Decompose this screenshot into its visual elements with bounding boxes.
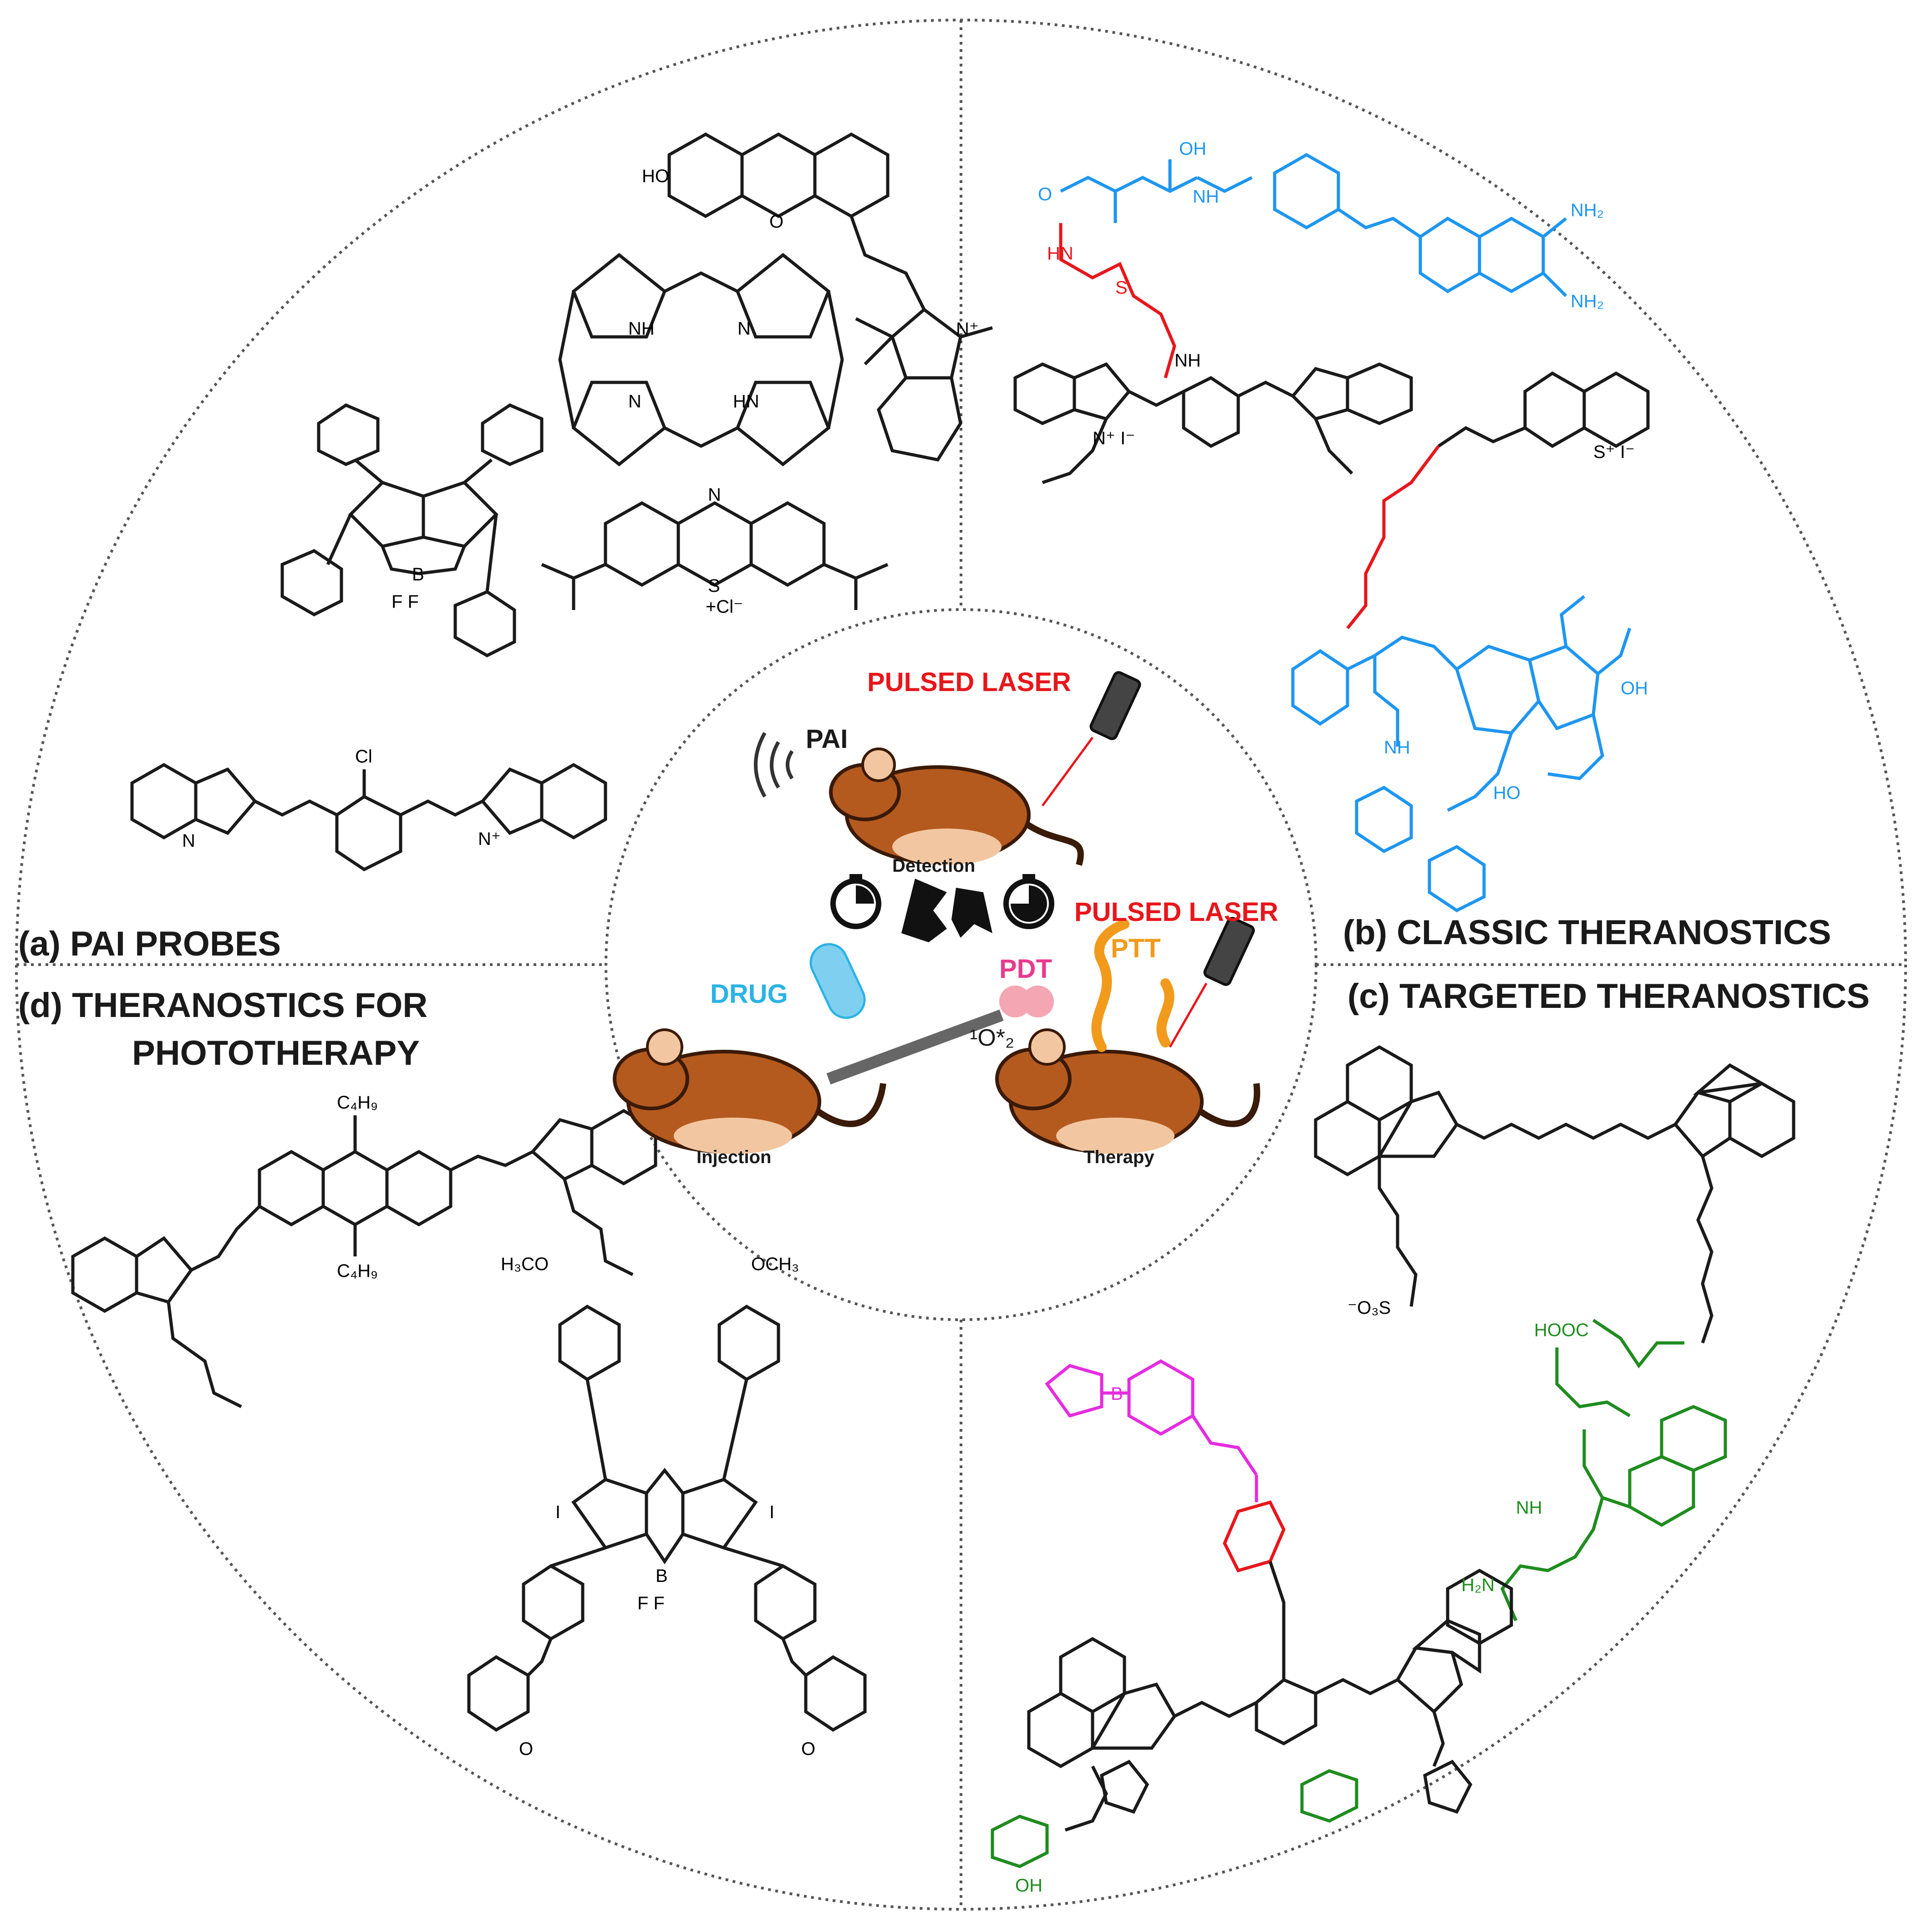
atom-label: OH	[1621, 678, 1648, 698]
mouse-therapy	[995, 1028, 1261, 1154]
atom-label: N	[628, 391, 641, 412]
triazole-links	[1064, 1711, 1473, 1832]
pulsed-laser-right-label: PULSED LASER	[1074, 897, 1278, 927]
atom-label: NH₂	[1571, 291, 1604, 311]
flashlight-right	[1169, 917, 1255, 1048]
pdt-label: PDT	[999, 954, 1052, 984]
pai-probe-porphyrin	[558, 253, 844, 467]
atom-label: S	[1115, 278, 1128, 298]
atom-label: B	[412, 564, 424, 585]
atom-label: HN	[733, 391, 759, 412]
pai-probe-methylene-blue	[541, 501, 889, 610]
atom-label: O	[769, 212, 784, 232]
pai-probe-ir780	[130, 763, 607, 872]
atom-label: HO	[642, 166, 669, 186]
section-label-d-line1: (d) THERANOSTICS FOR	[18, 986, 428, 1025]
injection-label: Injection	[697, 1147, 772, 1167]
boronate-ester	[1045, 1359, 1258, 1502]
therapy-label: Therapy	[1083, 1147, 1154, 1167]
pulsed-laser-top-label: PULSED LASER	[867, 667, 1071, 697]
disulfide-linker	[1059, 223, 1176, 378]
atom-label: S⁺ I⁻	[1593, 442, 1635, 462]
atom-label: NH	[1175, 351, 1201, 371]
atom-label: C₄H₉	[337, 1261, 378, 1281]
methylene-blue-analog-b	[1438, 371, 1650, 448]
atom-label: F F	[392, 592, 419, 612]
arrow-up-icon	[901, 879, 947, 942]
singlet-oxygen-label: ¹O*₂	[970, 1025, 1015, 1051]
atom-label: OCH₃	[751, 1254, 799, 1274]
atom-label: ⁻O₃S	[1347, 1298, 1391, 1318]
atom-label: O	[1038, 184, 1053, 204]
atom-label: H₃CO	[501, 1254, 549, 1274]
atom-label: O	[801, 1739, 816, 1759]
pai-probe-xanthene-hemicyanine	[667, 132, 993, 462]
glucose-triazole	[991, 1769, 1358, 1868]
atom-label: N⁺ I⁻	[1093, 428, 1135, 448]
heptamethine-cyanine-b	[1013, 362, 1413, 484]
atom-label: NH	[1384, 737, 1410, 758]
drug-capsule-syringe	[809, 943, 1004, 1085]
piperazine-linker	[1223, 1500, 1286, 1573]
atom-label: N⁺	[478, 829, 501, 849]
paclitaxel	[1291, 595, 1632, 913]
section-label-b: (b) CLASSIC THERANOSTICS	[1343, 913, 1831, 952]
timer-right-icon	[1003, 874, 1054, 929]
arrow-down-icon	[951, 888, 992, 938]
section-label-a: (a) PAI PROBES	[18, 925, 281, 963]
atom-label: F F	[637, 1593, 665, 1613]
pai-probe-bodipy	[280, 403, 544, 657]
atom-label: NH	[628, 319, 655, 339]
atom-label: HN	[1047, 244, 1073, 264]
ptt-label: PTT	[1111, 934, 1161, 963]
phenazine-cyanine	[71, 1108, 657, 1408]
atom-label: OH	[1179, 139, 1206, 159]
flashlight-top	[1041, 671, 1141, 807]
atom-label: N	[182, 831, 195, 851]
singlet-oxygen-spheres	[999, 986, 1054, 1017]
section-label-c: (c) TARGETED THERANOSTICS	[1347, 977, 1870, 1016]
atom-label: +Cl⁻	[706, 597, 743, 617]
atom-label: HOOC	[1534, 1320, 1589, 1340]
atom-label: NH	[1193, 187, 1219, 207]
pai-label: PAI	[806, 724, 848, 754]
atom-label: B	[656, 1566, 668, 1586]
mouse-detection	[829, 747, 1084, 866]
atom-label: HO	[1493, 783, 1520, 803]
peptide-rgd	[1500, 1319, 1727, 1622]
atom-label: H₂N	[1461, 1575, 1495, 1595]
atom-label: N⁺	[956, 319, 979, 339]
atom-label: I	[769, 1502, 775, 1522]
atom-label: N	[737, 319, 751, 339]
sound-waves	[754, 732, 794, 798]
atom-label: NH₂	[1571, 200, 1604, 220]
cyanine-c-bottom	[1027, 1561, 1513, 1769]
atom-label: Cl	[355, 747, 372, 767]
succinate-linker	[1346, 445, 1440, 630]
atom-label: O	[519, 1739, 534, 1759]
atom-label: I	[555, 1502, 561, 1522]
atom-label: C₄H₉	[337, 1093, 378, 1113]
atom-label: N	[708, 485, 721, 505]
detection-label: Detection	[892, 856, 976, 876]
mouse-injection	[613, 1028, 886, 1154]
heat-waves	[1091, 919, 1175, 1052]
drug-label: DRUG	[710, 979, 788, 1009]
atom-label: B	[1111, 1384, 1123, 1404]
timer-left-icon	[830, 874, 881, 929]
atom-label: NH	[1516, 1498, 1542, 1518]
folate-conjugate	[1060, 153, 1567, 297]
cyanine-c-top	[1314, 1045, 1795, 1344]
atom-label: S	[708, 576, 720, 596]
section-label-d-line2: PHOTOTHERAPY	[132, 1034, 420, 1073]
atom-label: OH	[1015, 1876, 1042, 1896]
aza-bodipy	[467, 1304, 867, 1732]
